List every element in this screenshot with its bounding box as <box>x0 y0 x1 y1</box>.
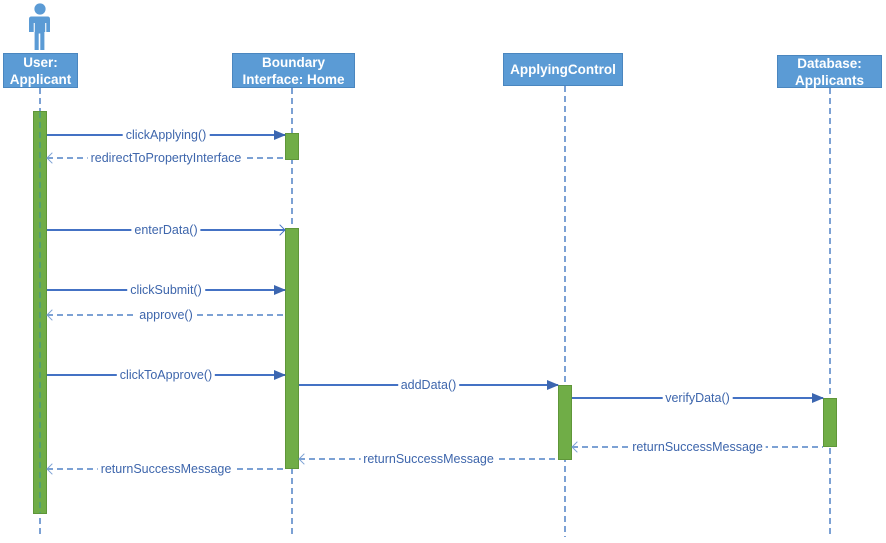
arrowhead-left-icon <box>46 152 58 164</box>
arrowhead-right-icon <box>274 224 286 236</box>
arrowhead-right-icon <box>274 130 286 140</box>
message-label: returnSuccessMessage <box>360 452 497 466</box>
activation-user <box>33 111 47 514</box>
message-label: enterData() <box>131 223 201 237</box>
arrowhead-right-icon <box>274 370 286 380</box>
message-label: verifyData() <box>662 391 733 405</box>
message-label: returnSuccessMessage <box>97 462 235 476</box>
arrowhead-left-icon <box>571 441 583 453</box>
message-label: redirectToPropertyInterface <box>87 151 245 165</box>
message-label: clickSubmit() <box>127 283 205 297</box>
lifeline-header-applyingcontrol: ApplyingControl <box>503 53 623 86</box>
lifeline-through <box>39 112 41 513</box>
arrowhead-left-icon <box>46 309 58 321</box>
activation-applyingcontrol <box>558 385 572 460</box>
activation-database <box>823 398 837 447</box>
message-label: clickApplying() <box>122 128 210 142</box>
message-label: approve() <box>136 308 196 322</box>
activation-boundary-1 <box>285 133 299 160</box>
lifeline-header-user: User: Applicant <box>3 53 78 88</box>
lifeline-database <box>829 88 831 537</box>
arrowhead-left-icon <box>298 453 310 465</box>
arrowhead-right-icon <box>547 380 559 390</box>
message-label: clickToApprove() <box>116 368 216 382</box>
arrowhead-left-icon <box>46 463 58 475</box>
activation-boundary-2 <box>285 228 299 469</box>
message-label: returnSuccessMessage <box>629 440 766 454</box>
actor-person-icon <box>28 3 50 50</box>
lifeline-header-boundary: Boundary Interface: Home <box>232 53 355 88</box>
arrowhead-right-icon <box>274 285 286 295</box>
lifeline-applyingcontrol <box>564 86 566 537</box>
lifeline-header-database: Database: Applicants <box>777 55 882 88</box>
arrowhead-right-icon <box>812 393 824 403</box>
message-label: addData() <box>397 378 460 392</box>
